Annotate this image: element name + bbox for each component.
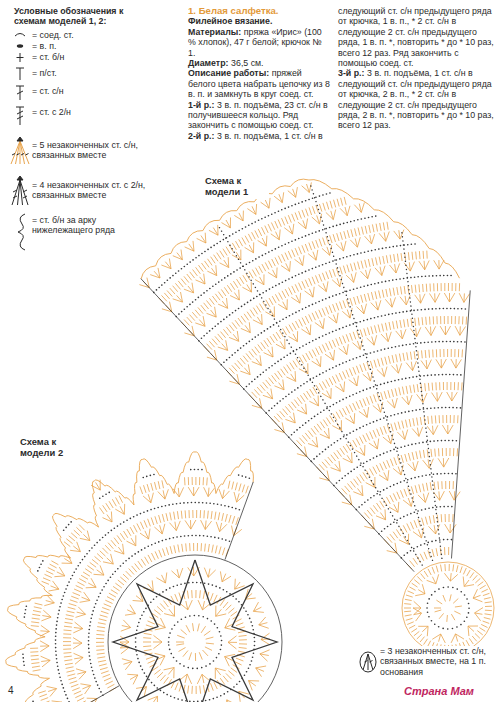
body-text: 36,5 см. xyxy=(231,58,263,68)
start-circle xyxy=(402,562,494,654)
slip-stitch-symbol xyxy=(15,34,25,37)
article-title: 1. Белая салфетка. xyxy=(188,5,278,16)
chain-rows xyxy=(427,587,469,629)
legend-item: = в. п. xyxy=(32,41,150,51)
legend-text: = ст. с/н xyxy=(32,86,64,96)
text-column: следующий ст. с/н предыдущего ряда от кр… xyxy=(338,6,495,131)
legend-text: = соед. ст. xyxy=(32,30,74,40)
double-crochet-symbol xyxy=(16,86,24,100)
legend-item: = п/ст. xyxy=(32,68,150,78)
paragraph: 1-й р.:3 в. п. подъёма, 23 ст. с/н в пол… xyxy=(188,100,331,131)
legend-item: = ст. б/н за арку нижележащего ряда xyxy=(32,215,150,236)
scallop-edge xyxy=(141,179,459,279)
run-in-heading: 1-й р.: xyxy=(188,100,214,110)
legend-item: = 3 незаконченных ст. с/н, связанных вме… xyxy=(380,646,496,677)
legend-item: = соед. ст. xyxy=(32,30,150,40)
chain-symbol xyxy=(17,44,23,48)
cluster-5-symbol xyxy=(11,137,29,164)
cluster-3-symbol xyxy=(360,652,376,672)
run-in-heading: Описание работы: xyxy=(188,68,269,78)
page-number: 4 xyxy=(8,686,14,696)
stitch-rows xyxy=(404,564,492,652)
paragraph: следующий ст. с/н предыдущего ряда от кр… xyxy=(338,6,495,68)
legend-text: = в. п. xyxy=(32,41,56,51)
legend-text: = 5 незаконченных ст. с/н, связанных вме… xyxy=(32,140,138,160)
body-text: 3 в. п. подъёма, 1 ст. с/н в xyxy=(217,131,323,141)
legend-heading: Условные обозначения к схемам моделей 1,… xyxy=(14,6,156,27)
radial-line xyxy=(218,226,422,565)
run-in-heading: Материалы: xyxy=(188,27,241,37)
cluster-rows xyxy=(40,480,244,702)
star-outline xyxy=(113,560,277,702)
single-crochet-symbol xyxy=(17,53,24,62)
chart-title: Схема к модели 2 xyxy=(18,436,84,460)
cluster-4-symbol xyxy=(12,176,28,205)
paragraph: Описание работы:пряжей белого цвета набр… xyxy=(188,68,331,99)
legend-text: = ст. б/н xyxy=(32,52,64,62)
paragraph: 1. Белая салфетка. xyxy=(188,6,331,16)
half-double-symbol xyxy=(16,68,24,80)
radial-line xyxy=(402,231,442,559)
legend-item: = 5 незаконченных ст. с/н, связанных вме… xyxy=(32,140,150,161)
legend-text: = ст. б/н за арку нижележащего ряда xyxy=(32,215,115,235)
run-in-heading: 3-й р.: xyxy=(338,68,364,78)
radial-line xyxy=(310,184,432,561)
cluster-rows xyxy=(413,573,483,643)
center-circle xyxy=(108,555,282,702)
text-column: 1. Белая салфетка.Филейное вязание.Матер… xyxy=(188,6,331,141)
paragraph: Материалы:пряжа «Ирис» (100 % хлопок), 4… xyxy=(188,27,331,58)
legend-item: = 4 незаконченных ст. с 2/н, связанных в… xyxy=(32,180,150,201)
paragraph: Филейное вязание. xyxy=(188,16,331,26)
chain-rows xyxy=(154,193,466,558)
legend-text: = ст. с 2/н xyxy=(32,107,71,117)
chain-rows xyxy=(23,470,250,702)
treble-symbol xyxy=(16,107,24,125)
legend-text: = 4 незаконченных ст. с 2/н, связанных в… xyxy=(32,180,145,200)
legend-text: = 3 незаконченных ст. с/н, связанных вме… xyxy=(380,646,486,677)
radial-line xyxy=(452,291,471,558)
run-in-heading: Диаметр: xyxy=(188,58,228,68)
legend-item: = ст. б/н xyxy=(32,52,150,62)
run-in-heading: Филейное вязание. xyxy=(188,16,272,26)
paragraph: Диаметр:36,5 см. xyxy=(188,58,331,68)
paragraph: 3-й р.:3 в. п. подъёма, 1 ст. с/н в след… xyxy=(338,68,495,130)
run-in-heading: 2-й р.: xyxy=(188,131,214,141)
arch-sc-symbol xyxy=(18,214,25,250)
watermark: Страна Мам xyxy=(402,686,476,696)
stitch-rows xyxy=(159,197,467,569)
legend-item: = ст. с 2/н xyxy=(32,107,150,117)
legend-text: = п/ст. xyxy=(32,68,57,78)
chart-title: Схема к модели 1 xyxy=(203,175,269,199)
paragraph: 2-й р.:3 в. п. подъёма, 1 ст. с/н в xyxy=(188,131,331,141)
radial-line xyxy=(141,279,414,572)
radial-line xyxy=(65,686,119,702)
chart-strokes xyxy=(6,179,494,702)
radial-line xyxy=(225,482,253,559)
body-text: следующий ст. с/н предыдущего ряда от кр… xyxy=(338,6,494,68)
legend-item: = ст. с/н xyxy=(32,86,150,96)
